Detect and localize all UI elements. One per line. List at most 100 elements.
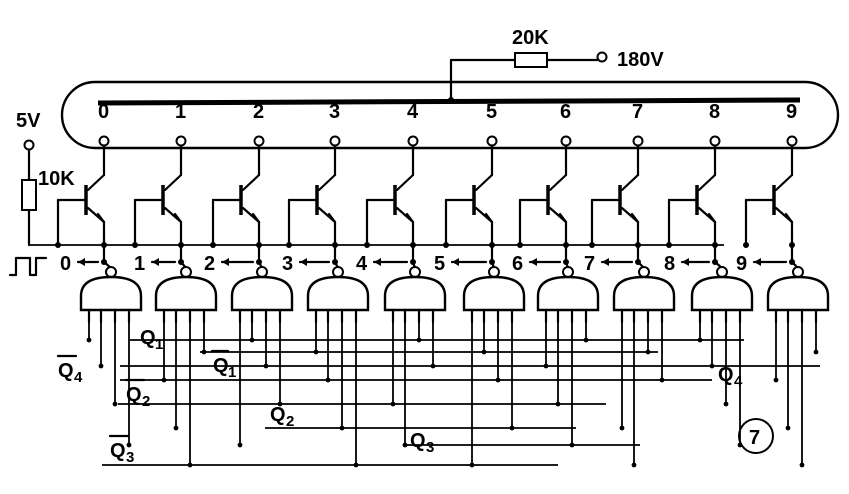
svg-text:Q: Q: [110, 440, 126, 462]
tube-pin-9: [786, 135, 798, 147]
nand-gate-5: [462, 275, 526, 312]
signal-q4-right-label: Q 4: [718, 364, 743, 390]
svg-text:Q: Q: [140, 327, 156, 349]
nand-gate-3: [306, 275, 370, 312]
gate-output-label-4: 4: [356, 253, 368, 275]
gate-output-label-6: 6: [512, 253, 523, 275]
svg-text:Q: Q: [126, 384, 142, 406]
svg-text:Q: Q: [270, 404, 286, 426]
tube-pin-8: [709, 135, 721, 147]
nand-gate-4: [383, 275, 447, 312]
svg-text:2: 2: [286, 413, 294, 430]
tube-digit-8: 8: [709, 101, 720, 123]
svg-text:Q: Q: [213, 355, 229, 377]
gate-bubble-3: [332, 266, 344, 278]
hv-terminal: [596, 51, 608, 63]
stage-9: 9: [736, 144, 830, 324]
low-voltage-supply: 5V 10K: [16, 110, 724, 247]
nand-gate-6: [536, 275, 600, 312]
svg-text:Q: Q: [58, 360, 74, 382]
gate-bubble-0: [105, 266, 117, 278]
tube-pin-6: [560, 135, 572, 147]
hv-label: 180V: [617, 49, 664, 71]
gate-output-label-1: 1: [134, 253, 145, 275]
gate-bubble-7: [638, 266, 650, 278]
tube-pin-2: [253, 135, 265, 147]
tube-pin-7: [632, 135, 644, 147]
hv-supply: 20K 180V: [449, 27, 664, 99]
signal-q1-not-label: Q 1: [210, 349, 236, 381]
signal-labels: Q 1 Q 1 Q 4 Q 2 Q 2 Q 3 Q 3: [56, 327, 743, 466]
gate-bubble-2: [256, 266, 268, 278]
gate-output-label-8: 8: [664, 253, 675, 275]
gate-bubble-1: [180, 266, 192, 278]
nixie-tube: 0 1 2 3 4 5 6 7 8 9: [60, 80, 840, 150]
stage-4: 4: [356, 144, 447, 324]
tube-pin-0: [98, 135, 110, 147]
gate-bubble-4: [409, 266, 421, 278]
svg-text:Q: Q: [410, 430, 426, 452]
gate-bubble-6: [562, 266, 574, 278]
nand-gate-8: [690, 275, 754, 312]
tube-envelope: [60, 80, 840, 150]
stage-6: 6: [512, 144, 600, 324]
svg-text:1: 1: [228, 364, 236, 381]
tube-digit-3: 3: [329, 101, 340, 123]
tube-pin-5: [486, 135, 498, 147]
stage-7: 7: [584, 144, 676, 324]
signal-q2-not-bar-label: Q 2: [270, 404, 294, 430]
gate-output-label-7: 7: [584, 253, 595, 275]
tube-digit-0: 0: [98, 101, 109, 123]
gate-bubble-9: [792, 266, 804, 278]
gate-output-label-2: 2: [204, 253, 215, 275]
signal-q4-label: Q 4: [56, 354, 83, 386]
svg-text:2: 2: [142, 393, 150, 410]
tube-pin-4: [407, 135, 419, 147]
tube-digit-7: 7: [632, 101, 643, 123]
signal-q1-label: Q 1: [140, 327, 163, 353]
svg-text:3: 3: [126, 449, 134, 466]
tube-digit-1: 1: [175, 101, 186, 123]
stage-3: 3: [282, 144, 370, 324]
tube-digit-2: 2: [253, 101, 264, 123]
nand-gate-1: [154, 275, 218, 312]
tube-digit-6: 6: [560, 101, 571, 123]
signal-q3-not-label: Q 3: [108, 434, 134, 466]
low-voltage-label: 5V: [16, 110, 41, 132]
resistor-10k: [21, 179, 37, 211]
nand-gate-2: [230, 275, 294, 312]
gate-output-label-9: 9: [736, 253, 747, 275]
tube-digit-4: 4: [407, 101, 419, 123]
gate-output-label-5: 5: [434, 253, 445, 275]
svg-text:7: 7: [749, 427, 760, 449]
svg-text:Q: Q: [718, 364, 734, 386]
gate-bubble-5: [488, 266, 500, 278]
svg-text:1: 1: [155, 336, 163, 353]
gate-output-label-0: 0: [60, 253, 71, 275]
stage-8: 8: [664, 144, 754, 324]
svg-text:4: 4: [734, 373, 743, 390]
resistor-10k-label: 10K: [38, 168, 75, 190]
svg-text:3: 3: [426, 439, 434, 456]
low-voltage-terminal: [23, 139, 35, 151]
gate-output-label-3: 3: [282, 253, 293, 275]
svg-text:4: 4: [74, 369, 83, 386]
input-pulse-symbol: [8, 256, 48, 277]
nand-gate-7: [612, 275, 676, 312]
stage-0: 0: [55, 144, 143, 324]
tube-pin-3: [329, 135, 341, 147]
stage-5: 5: [434, 144, 526, 324]
tube-digit-9: 9: [786, 101, 797, 123]
stage-1: 1: [132, 144, 218, 324]
signal-q2-not-label: Q 2: [124, 378, 150, 410]
stage-2: 2: [204, 144, 294, 324]
resistor-20k-label: 20K: [512, 27, 549, 49]
tube-digit-5: 5: [486, 101, 497, 123]
nand-gate-0: [79, 275, 143, 312]
tube-pin-1: [175, 135, 187, 147]
resistor-20k: [514, 52, 548, 68]
signal-q3-label: Q 3: [410, 430, 434, 456]
nand-gate-9: [766, 275, 830, 312]
gate-bubble-8: [716, 266, 728, 278]
